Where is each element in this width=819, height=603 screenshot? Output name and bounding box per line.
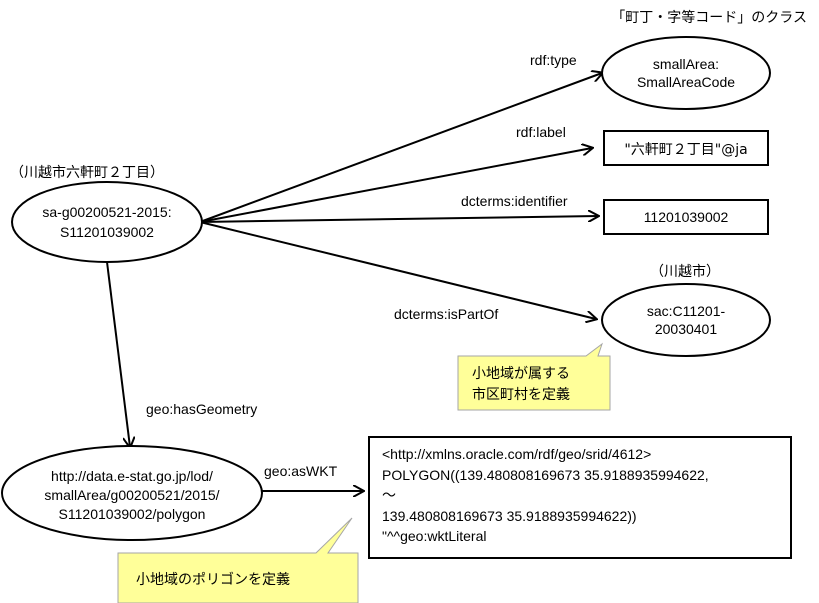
wkt-value-box (368, 436, 792, 559)
city-caption: （川越市） (650, 263, 720, 280)
type-value-line2: SmallAreaCode (637, 74, 735, 90)
wkt-line1: <http://xmlns.oracle.com/rdf/geo/srid/46… (382, 446, 651, 462)
edge-label-rdf-type: rdf:type (530, 52, 577, 68)
callout-polygon-text: 小地域のポリゴンを定義 (136, 571, 290, 588)
wkt-line2: POLYGON((139.480808169673 35.91889359946… (382, 467, 709, 483)
identifier-value: 11201039002 (644, 209, 729, 225)
subject-line2: S11201039002 (60, 224, 154, 240)
wkt-line5: "^^geo:wktLiteral (382, 528, 487, 544)
edge-label-geo-aswkt: geo:asWKT (264, 463, 338, 479)
wkt-line3: ～ (382, 488, 396, 504)
edge-rdf-label (199, 148, 592, 223)
geometry-line2: smallArea/g00200521/2015/ (44, 487, 219, 503)
edge-dcterms-ispartof (199, 221, 596, 319)
part-of-line2: 20030401 (655, 321, 718, 337)
subject-node (11, 181, 203, 263)
callout-polygon (117, 517, 359, 603)
part-of-value-node (601, 283, 771, 357)
class-caption: 「町丁・字等コード」のクラス (611, 9, 807, 26)
edge-label-rdf-label: rdf:label (516, 124, 566, 140)
geometry-line3: S11201039002/polygon (59, 506, 206, 522)
subject-line1: sa-g00200521-2015: (42, 204, 171, 220)
edge-dcterms-identifier (199, 216, 598, 223)
callout-city-line1: 小地域が属する (472, 366, 570, 382)
label-value-box (603, 130, 769, 166)
wkt-line4: 139.480808169673 35.9188935994622)) (382, 508, 637, 524)
type-value-line1: smallArea: (653, 56, 719, 72)
callout-city-line2: 市区町村を定義 (472, 386, 570, 403)
edge-label-dcterms-identifier: dcterms:identifier (461, 193, 568, 209)
callout-city (457, 342, 611, 411)
label-value: "六軒町２丁目"@ja (624, 142, 747, 158)
identifier-value-box (603, 199, 769, 235)
edge-geo-hasgeometry (106, 261, 130, 447)
edge-label-geo-hasgeometry: geo:hasGeometry (146, 401, 257, 417)
geometry-node (1, 445, 263, 541)
type-value-node (601, 36, 771, 110)
part-of-line1: sac:C11201- (647, 303, 726, 319)
geometry-line1: http://data.e-stat.go.jp/lod/ (51, 468, 213, 484)
edge-rdf-type (199, 73, 602, 223)
subject-caption: （川越市六軒町２丁目） (10, 164, 164, 181)
edge-label-dcterms-ispartof: dcterms:isPartOf (394, 306, 498, 322)
